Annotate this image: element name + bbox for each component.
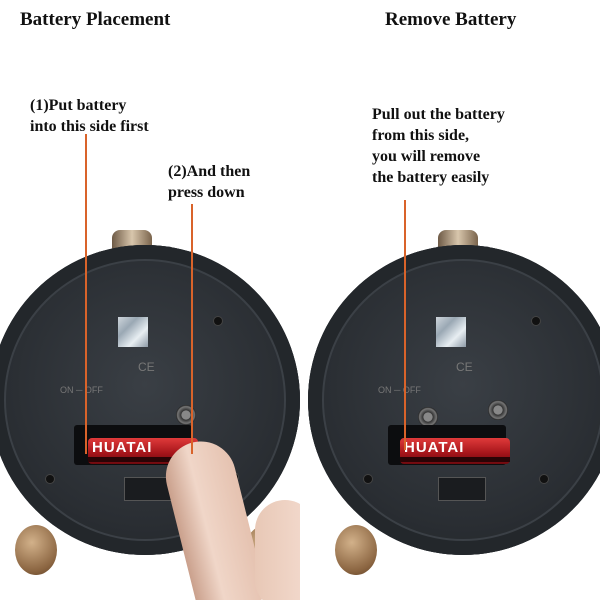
ce-mark: CE — [138, 360, 155, 374]
screw — [364, 475, 372, 483]
remove-leader-line — [404, 200, 406, 450]
left-clock-photo: ON ─ OFF CE HUATAI — [0, 230, 300, 600]
screw — [532, 317, 540, 325]
clock-back: ON ─ OFF CE — [0, 245, 300, 555]
battery-tab — [124, 477, 172, 501]
battery: HUATAI — [400, 438, 510, 464]
right-title: Remove Battery — [385, 9, 517, 30]
clock-foot — [335, 525, 377, 575]
step2-note: (2)And then press down — [168, 163, 251, 201]
time-set-gear — [418, 407, 438, 427]
hologram-sticker — [436, 317, 466, 347]
hologram-sticker — [118, 317, 148, 347]
switch-label: ON ─ OFF — [378, 385, 421, 395]
battery-tab — [438, 477, 486, 501]
alarm-set-gear — [488, 400, 508, 420]
step2-leader-line — [191, 204, 193, 454]
left-title: Battery Placement — [20, 9, 171, 30]
hand — [255, 500, 300, 600]
remove-note: Pull out the battery from this side, you… — [372, 106, 505, 186]
battery-brand: HUATAI — [404, 439, 465, 456]
screw — [46, 475, 54, 483]
screw — [540, 475, 548, 483]
ce-mark: CE — [456, 360, 473, 374]
clock-foot — [15, 525, 57, 575]
step1-note: (1)Put battery into this side first — [30, 97, 149, 135]
switch-label: ON ─ OFF — [60, 385, 103, 395]
right-clock-photo: ON ─ OFF CE HUATAI — [300, 230, 600, 600]
screw — [214, 317, 222, 325]
battery-brand: HUATAI — [92, 439, 153, 456]
time-set-gear — [176, 405, 196, 425]
clock-back: ON ─ OFF CE — [308, 245, 600, 555]
step1-leader-line — [85, 134, 87, 454]
